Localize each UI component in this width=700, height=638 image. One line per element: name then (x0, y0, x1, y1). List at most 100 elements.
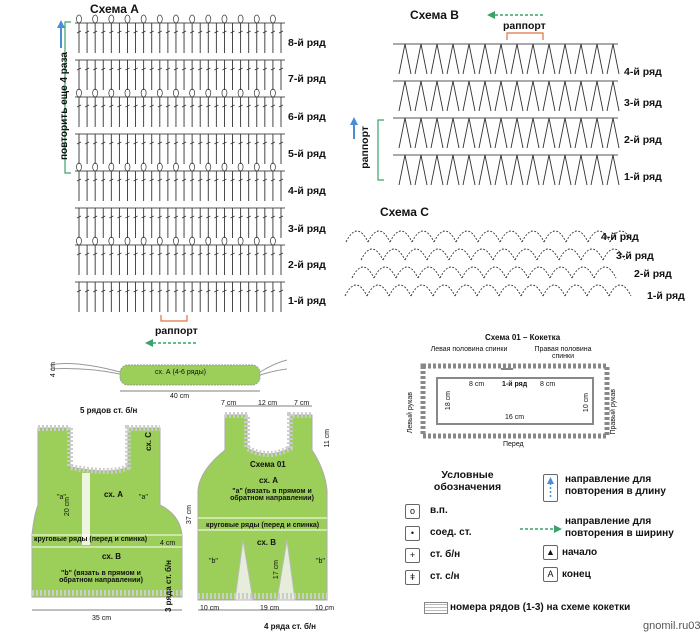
scheme-a-repeat-text: повторить еще 4 раза (59, 52, 70, 160)
yoke-row1: 1-й ряд (502, 381, 528, 388)
scheme-a-row-4: 4-й ряд (288, 185, 326, 197)
legend-sc: ст. б/н (430, 549, 461, 560)
back-dim-20: 20 cm (64, 497, 71, 517)
front-dim-7a: 7 cm (221, 400, 237, 407)
back-piece (31, 425, 183, 611)
row-numbers-icon (424, 602, 448, 614)
single-crochet-icon: + (405, 548, 420, 563)
back-a1: "а" (57, 494, 66, 501)
yoke-front: Перед (503, 441, 524, 448)
back-dim-4: 4 cm (160, 540, 176, 547)
slip-stitch-icon: • (405, 526, 420, 541)
front-dim-37: 37 cm (186, 505, 193, 525)
scheme-a-row-7: 7-й ряд (288, 73, 326, 85)
scheme-b-width-arrow (487, 11, 545, 19)
scheme-a-row-5: 5-й ряд (288, 148, 326, 160)
scheme-c-row-4: 4-й ряд (601, 231, 639, 243)
yoke-dim-16: 16 cm (505, 414, 525, 421)
back-scheme-a: сх. А (104, 490, 124, 499)
legend-start: начало (562, 547, 598, 558)
legend-length-direction: направление для повторения в длину (565, 474, 666, 497)
scheme-b-rapport-top: раппорт (503, 20, 546, 32)
front-b1: "b" (209, 558, 218, 565)
scheme-a-row-6: 6-й ряд (288, 111, 326, 123)
front-piece (197, 405, 328, 611)
front-round-rows: круговые ряды (перед и спинка) (206, 522, 320, 529)
back-side-label: сх. С (144, 432, 153, 452)
front-scheme-a: сх. А (259, 476, 279, 485)
width-direction-arrow-icon (520, 525, 562, 533)
front-dim-11: 11 cm (324, 429, 331, 448)
belt-label: сх. А (4-6 ряды) (155, 369, 206, 376)
watermark: gnomil.ru03 (643, 620, 700, 632)
scheme-b-title: Схема В (410, 8, 459, 22)
yoke-dim-18: 18 cm (445, 391, 452, 411)
belt-strip (49, 359, 288, 392)
scheme-a-row-3: 3-й ряд (288, 223, 326, 235)
scheme-a-row-8: 8-й ряд (288, 37, 326, 49)
back-scheme-b: сх. В (102, 552, 122, 561)
scheme-c-title: Схема С (380, 205, 429, 219)
back-b-note: "b" (вязать в прямом и обратном направле… (59, 570, 143, 584)
legend-title: Условные обозначения (433, 469, 502, 493)
legend-dc: ст. с/н (430, 571, 460, 582)
scheme-b-row-1: 1-й ряд (624, 171, 662, 183)
scheme-a-repeat-bracket (57, 20, 71, 174)
yoke-right-back: Правая половина спинки (534, 346, 592, 360)
end-icon: A (543, 567, 558, 582)
scheme-b-repeat-bracket (350, 117, 384, 181)
scheme-a-row-1: 1-й ряд (288, 295, 326, 307)
front-dim-17: 17 cm (273, 560, 280, 580)
double-crochet-icon: ǂ (405, 570, 420, 585)
legend-width-direction: направление для повторения в ширину (565, 516, 674, 539)
front-dim-10b: 10 cm (315, 605, 335, 612)
back-top-label: 5 рядов ст. б/н (80, 406, 138, 415)
scheme-b-rapport-top-bracket (506, 32, 544, 40)
scheme-a-grid (75, 14, 285, 312)
legend-end: конец (562, 569, 591, 580)
yoke-right-sleeve: Правый рукав (610, 389, 617, 435)
scheme-c-row-2: 2-й ряд (634, 268, 672, 280)
front-dim-10a: 10 cm (200, 605, 220, 612)
scheme-a-rapport-bracket (160, 315, 188, 322)
front-dim-7b: 7 cm (294, 400, 310, 407)
scheme-a-width-arrow (145, 339, 197, 347)
length-direction-arrow-icon (543, 474, 558, 502)
yoke-title: Схема 01 – Кокетка (485, 333, 561, 342)
yoke-dim-8a: 8 cm (469, 381, 485, 388)
scheme-b-grid (393, 43, 620, 186)
yoke-frame (420, 363, 610, 439)
back-a2: "а" (139, 494, 148, 501)
scheme-b-rapport-side: раппорт (359, 126, 371, 169)
scheme-a-rapport: раппорт (155, 325, 198, 337)
belt-height: 4 cm (50, 362, 57, 378)
front-scheme-01: Схема 01 (250, 460, 286, 469)
yoke-dim-8b: 8 cm (540, 381, 556, 388)
scheme-c-row-3: 3-й ряд (616, 250, 654, 262)
yoke-dim-10: 10 cm (583, 393, 590, 413)
front-dim-19: 19 cm (260, 605, 280, 612)
back-dim-35: 35 cm (92, 615, 112, 622)
legend-slip: соед. ст. (430, 527, 472, 538)
scheme-a-row-2: 2-й ряд (288, 259, 326, 271)
scheme-b-row-3: 3-й ряд (624, 97, 662, 109)
front-a-note: "а" (вязать в прямом и обратном направле… (230, 488, 314, 502)
scheme-b-row-2: 2-й ряд (624, 134, 662, 146)
scheme-c-grid (344, 230, 633, 297)
front-bottom-label: 4 ряда ст. б/н (264, 622, 316, 631)
back-bottom-side: 3 ряда ст. б/н (164, 560, 173, 612)
back-round-rows: круговые ряды (перед и спинка) (34, 536, 148, 543)
front-dim-12: 12 cm (258, 400, 278, 407)
chain-stitch-icon: o (405, 504, 420, 519)
legend-row-numbers: номера рядов (1-3) на схеме кокетки (450, 602, 631, 613)
yoke-left-sleeve: Левый рукав (407, 392, 414, 434)
legend-chain: в.п. (430, 505, 448, 516)
scheme-b-row-4: 4-й ряд (624, 66, 662, 78)
yoke-left-back: Левая половина спинки (430, 346, 508, 353)
start-icon: ▲ (543, 545, 558, 560)
front-b2: "b" (316, 558, 325, 565)
belt-width: 40 cm (170, 393, 190, 400)
scheme-c-row-1: 1-й ряд (647, 290, 685, 302)
front-scheme-b: сх. В (257, 538, 277, 547)
scheme-a-title: Схема А (90, 2, 139, 16)
